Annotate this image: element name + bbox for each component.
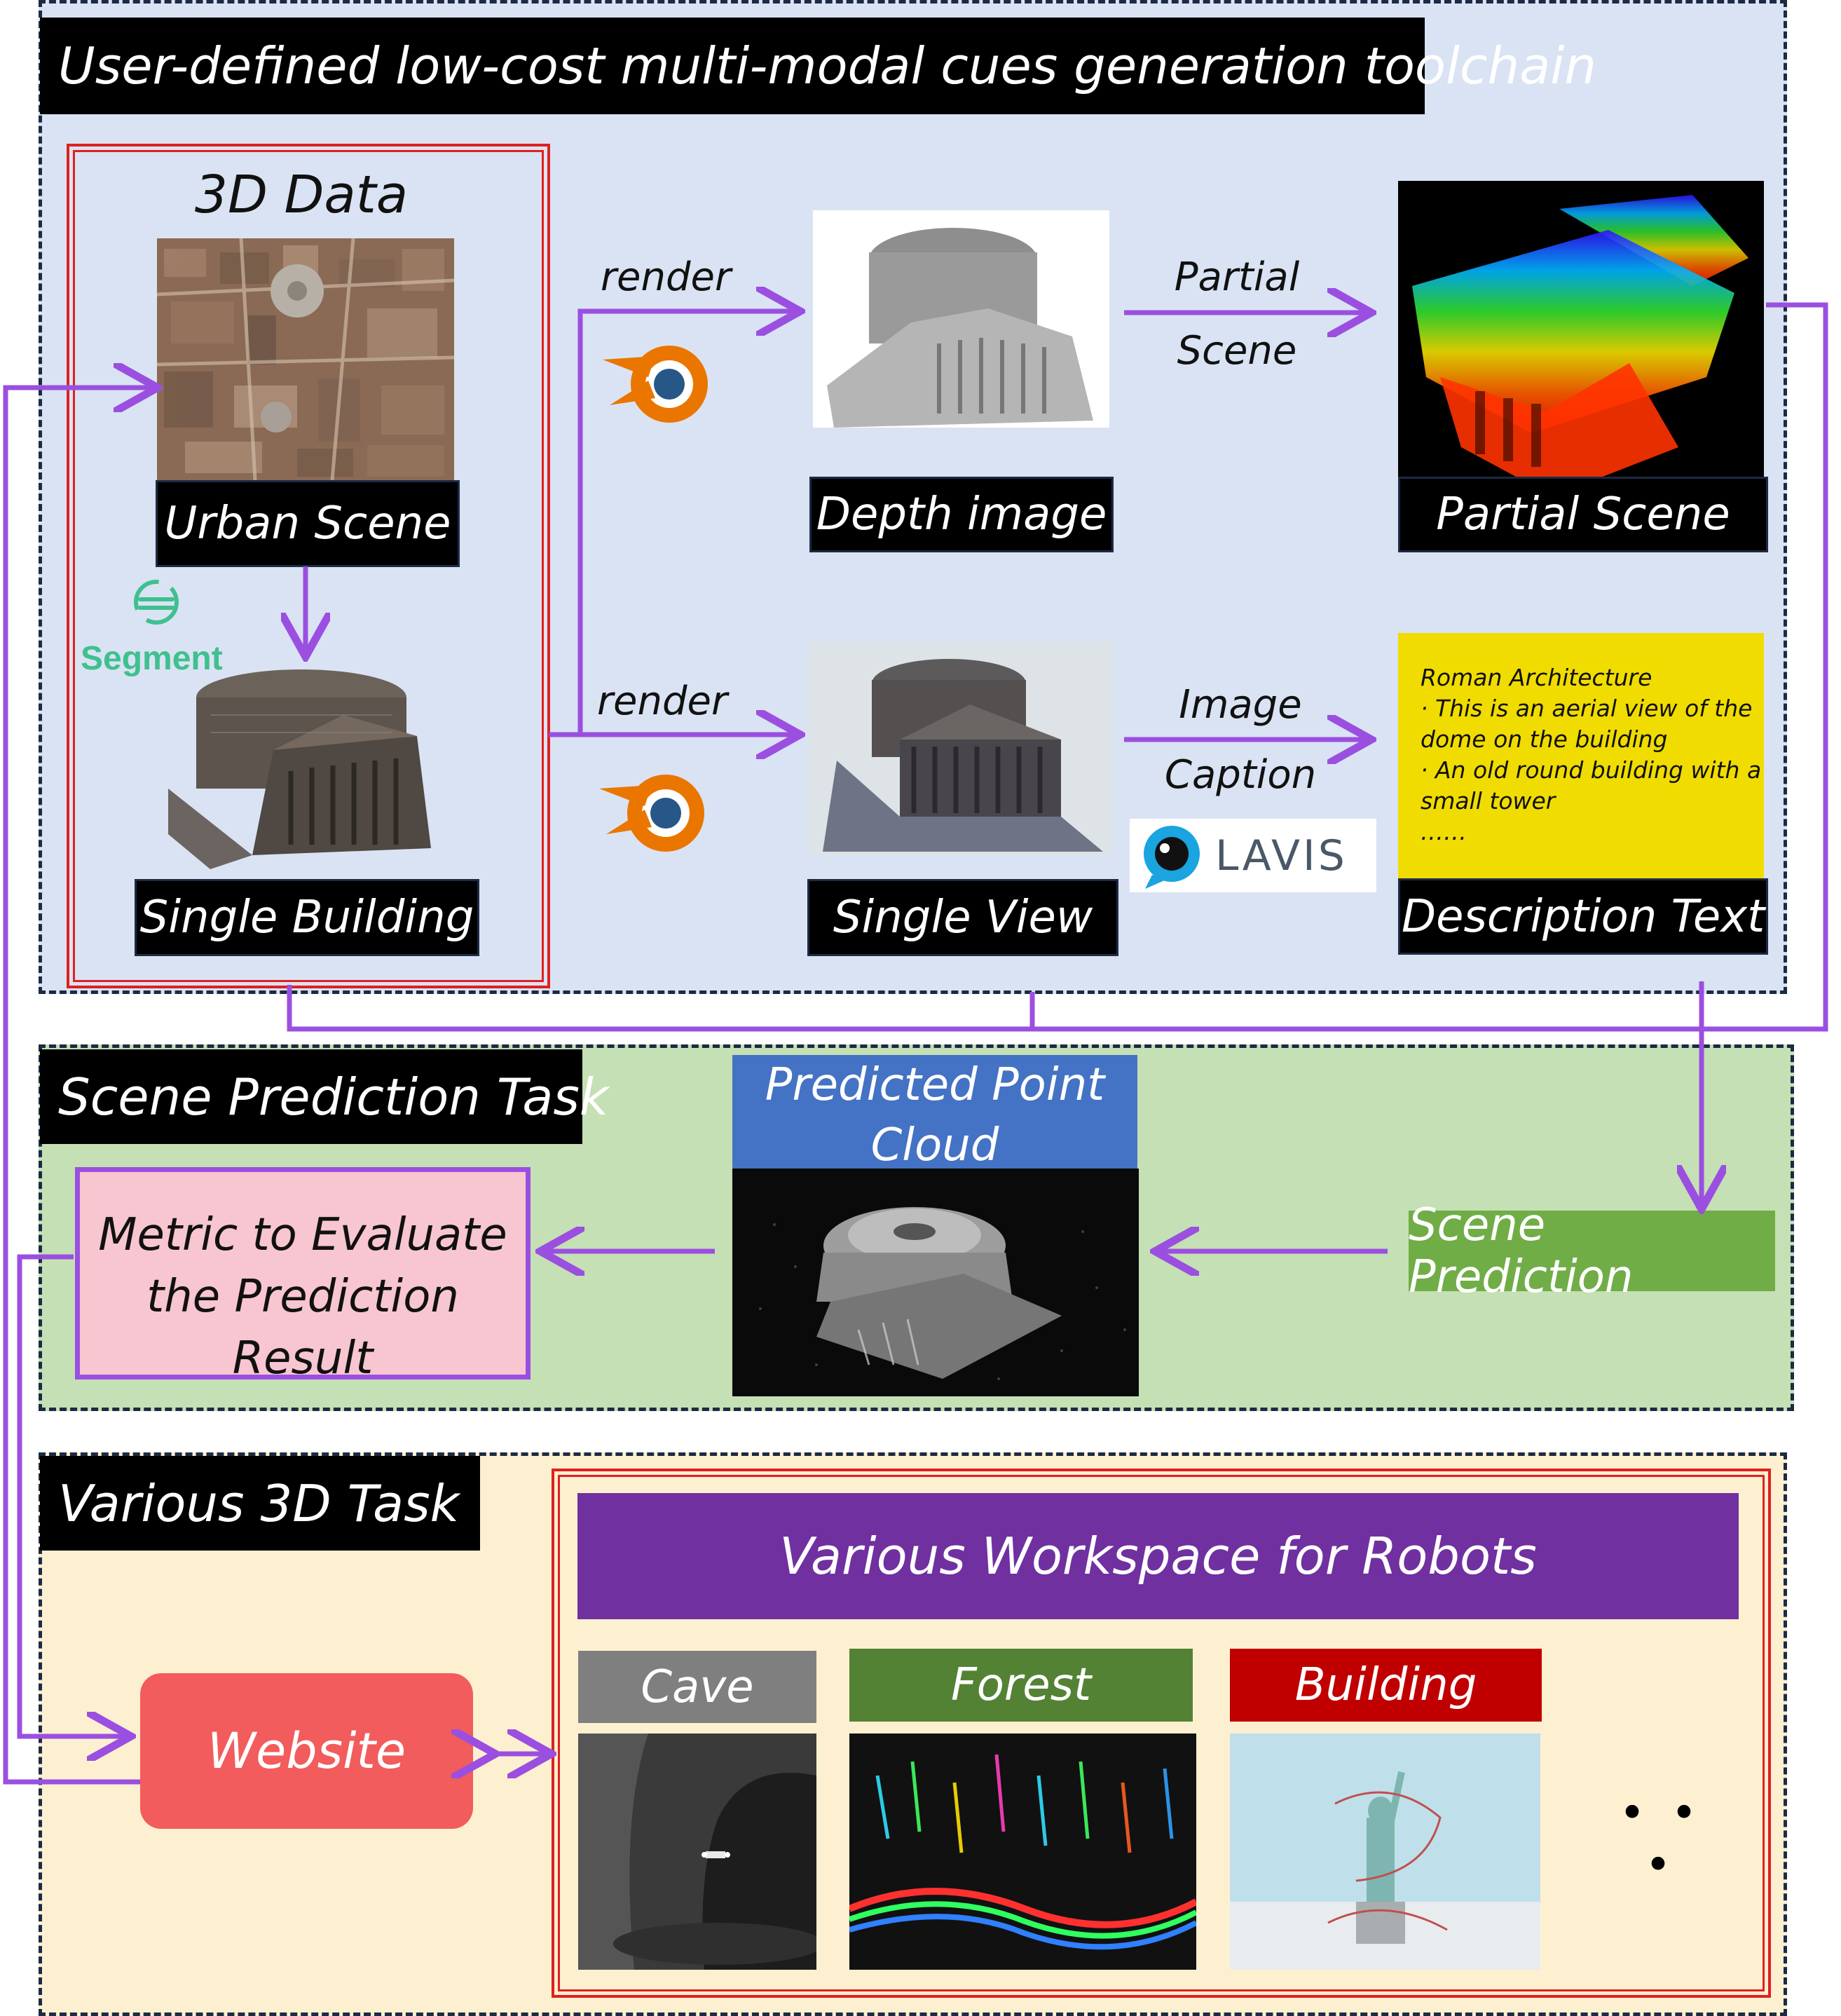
render-top-label: render — [601, 254, 731, 300]
scene-prediction-box: Scene Prediction — [1409, 1199, 1775, 1303]
workspace-cave-header: Cave — [578, 1651, 816, 1723]
metric-box: Metric to Evaluate the Prediction Result — [75, 1167, 531, 1384]
partial-edge-line2: Scene — [1177, 328, 1297, 374]
single-view-label: Single View — [807, 879, 1118, 956]
lavis-logo: LAVIS — [1130, 819, 1376, 892]
tasks-title: Various 3D Task — [40, 1456, 480, 1551]
blender-icon-top — [599, 328, 722, 426]
predicted-line1: Predicted Point — [765, 1059, 1105, 1111]
render-bottom-label: render — [597, 679, 727, 724]
toolchain-title: User-defined low-cost multi-modal cues g… — [40, 18, 1596, 114]
description-line: …… — [1421, 818, 1467, 845]
caption-edge-line2: Caption — [1164, 752, 1317, 798]
description-line: Roman Architecture — [1421, 664, 1652, 691]
depth-image — [813, 210, 1109, 428]
metric-line1: Metric to Evaluate — [98, 1209, 507, 1261]
urban-scene-image — [157, 238, 454, 480]
building-image — [1230, 1734, 1540, 1970]
website-button[interactable]: Website — [140, 1673, 473, 1829]
lavis-eye-icon — [1138, 822, 1208, 889]
partial-scene-label: Partial Scene — [1398, 477, 1768, 552]
description-line: · An old round building with a — [1421, 756, 1762, 784]
workspace-forest-header: Forest — [849, 1649, 1193, 1722]
lavis-label: LAVIS — [1215, 831, 1348, 880]
partial-edge-line1: Partial — [1174, 254, 1300, 300]
forest-image — [849, 1734, 1196, 1970]
single-building-image — [168, 666, 431, 869]
prediction-title: Scene Prediction Task — [40, 1049, 609, 1144]
cave-image — [578, 1734, 816, 1970]
predicted-line2: Cloud — [870, 1119, 999, 1171]
urban-scene-label: Urban Scene — [156, 480, 460, 567]
caption-edge-line1: Image — [1179, 682, 1302, 728]
description-line: · This is an aerial view of the — [1421, 695, 1753, 722]
depth-image-label: Depth image — [809, 477, 1114, 552]
workspace-building-header: Building — [1230, 1649, 1542, 1722]
description-box: Roman Architecture · This is an aerial v… — [1398, 633, 1764, 878]
3d-data-title: 3D Data — [194, 165, 409, 225]
segment-logo-icon — [130, 576, 182, 628]
description-line: small tower — [1421, 787, 1556, 815]
description-line: dome on the building — [1421, 726, 1668, 753]
workspace-title: Various Workspace for Robots — [577, 1493, 1739, 1619]
predicted-cloud-header: Predicted Point Cloud — [732, 1055, 1137, 1171]
description-label: Description Text — [1398, 878, 1768, 955]
single-building-label: Single Building — [135, 879, 479, 956]
blender-icon-bottom — [596, 757, 718, 855]
predicted-cloud-image — [732, 1169, 1139, 1396]
more-workspaces-ellipsis: • • • — [1619, 1787, 1703, 1891]
metric-line2: the Prediction Result — [146, 1271, 459, 1384]
single-view-image — [809, 641, 1111, 855]
